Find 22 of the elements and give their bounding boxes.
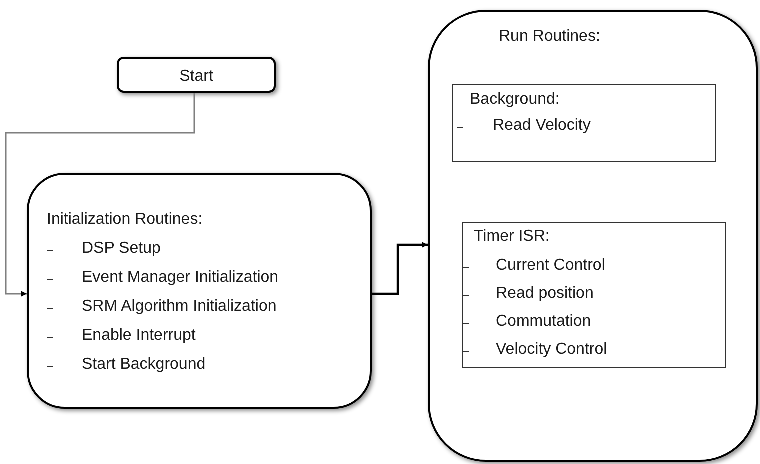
connector-arrow bbox=[5, 93, 196, 297]
task-box bbox=[452, 84, 716, 162]
list-item: Start Background bbox=[82, 355, 206, 375]
section-heading: Initialization Routines: bbox=[47, 210, 203, 230]
start-box bbox=[117, 57, 276, 93]
start-label: Start bbox=[178, 67, 214, 87]
list-item: Current Control bbox=[496, 256, 606, 276]
process-box bbox=[27, 173, 372, 409]
list-item: Event Manager Initialization bbox=[82, 268, 279, 288]
list-item: Commutation bbox=[496, 312, 592, 332]
list-item: Velocity Control bbox=[496, 340, 608, 360]
list-item: Read Velocity bbox=[493, 116, 591, 136]
task-box bbox=[462, 222, 726, 368]
list-item: SRM Algorithm Initialization bbox=[82, 297, 277, 317]
section-heading: Timer ISR: bbox=[474, 227, 550, 247]
connector-arrow bbox=[372, 242, 428, 296]
list-item: Read position bbox=[496, 284, 594, 304]
section-heading: Run Routines: bbox=[499, 27, 600, 47]
list-item: DSP Setup bbox=[82, 239, 161, 259]
process-box bbox=[428, 10, 758, 462]
list-item: Enable Interrupt bbox=[82, 326, 196, 346]
section-heading: Background: bbox=[470, 90, 560, 110]
